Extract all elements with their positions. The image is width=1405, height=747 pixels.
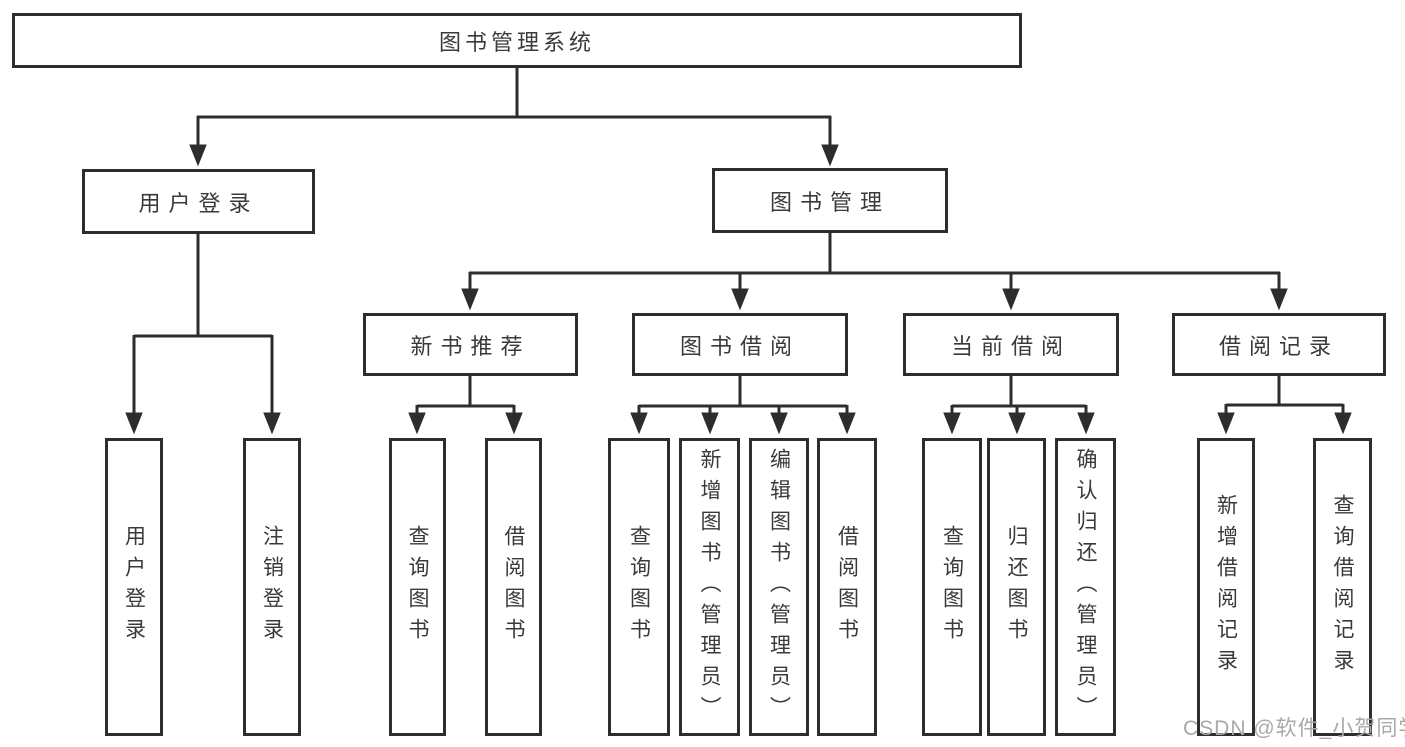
connector-newrec-to-leaves [408,376,523,435]
leaf-records-add-borrow-record-label: 新增借阅记录 [1214,494,1238,680]
node-book-borrowing: 图书借阅 [632,313,848,376]
leaf-borrowing-borrow-books: 借阅图书 [817,438,877,736]
leaf-newrec-query-books: 查询图书 [389,438,446,736]
leaf-newrec-borrow-books: 借阅图书 [485,438,542,736]
leaf-user-login-label: 用户登录 [122,525,146,649]
connector-root-to-level2 [189,68,839,167]
leaf-records-add-borrow-record: 新增借阅记录 [1197,438,1255,736]
node-current-borrowing: 当前借阅 [903,313,1119,376]
leaf-borrowing-query-books-label: 查询图书 [627,525,651,649]
leaf-logout: 注销登录 [243,438,301,736]
node-user-login: 用户登录 [82,169,315,234]
leaf-current-query-books: 查询图书 [922,438,982,736]
connector-records-to-leaves [1217,376,1352,435]
leaf-current-return-books-label: 归还图书 [1005,525,1028,649]
leaf-records-query-borrow-record: 查询借阅记录 [1313,438,1372,736]
leaf-newrec-borrow-books-label: 借阅图书 [502,525,525,649]
node-library-management-system: 图书管理系统 [12,13,1022,68]
leaf-borrowing-edit-books-admin: 编辑图书（管理员） [749,438,809,736]
leaf-user-login: 用户登录 [105,438,163,736]
leaf-current-return-books: 归还图书 [987,438,1046,736]
leaf-current-confirm-return-admin: 确认归还（管理员） [1055,438,1116,736]
leaf-newrec-query-books-label: 查询图书 [406,525,429,649]
leaf-current-confirm-return-admin-label: 确认归还（管理员） [1074,447,1097,727]
connector-bookmgmt-to-level3 [461,233,1288,311]
leaf-borrowing-borrow-books-label: 借阅图书 [835,525,859,649]
leaf-borrowing-add-books-admin-label: 新增图书（管理员） [698,447,721,727]
node-borrowing-records: 借阅记录 [1172,313,1386,376]
node-book-management: 图书管理 [712,168,948,233]
connector-current-to-leaves [943,376,1095,435]
leaf-borrowing-edit-books-admin-label: 编辑图书（管理员） [767,447,791,727]
csdn-watermark: CSDN @软件_小贺同学 [1183,717,1405,740]
leaf-borrowing-query-books: 查询图书 [608,438,670,736]
connector-borrow-to-leaves [630,376,856,435]
connector-userlogin-to-leaves [125,234,281,435]
leaf-logout-label: 注销登录 [260,525,284,649]
node-new-book-recommendation: 新书推荐 [363,313,578,376]
leaf-records-query-borrow-record-label: 查询借阅记录 [1331,494,1354,680]
leaf-current-query-books-label: 查询图书 [940,525,964,649]
leaf-borrowing-add-books-admin: 新增图书（管理员） [679,438,740,736]
